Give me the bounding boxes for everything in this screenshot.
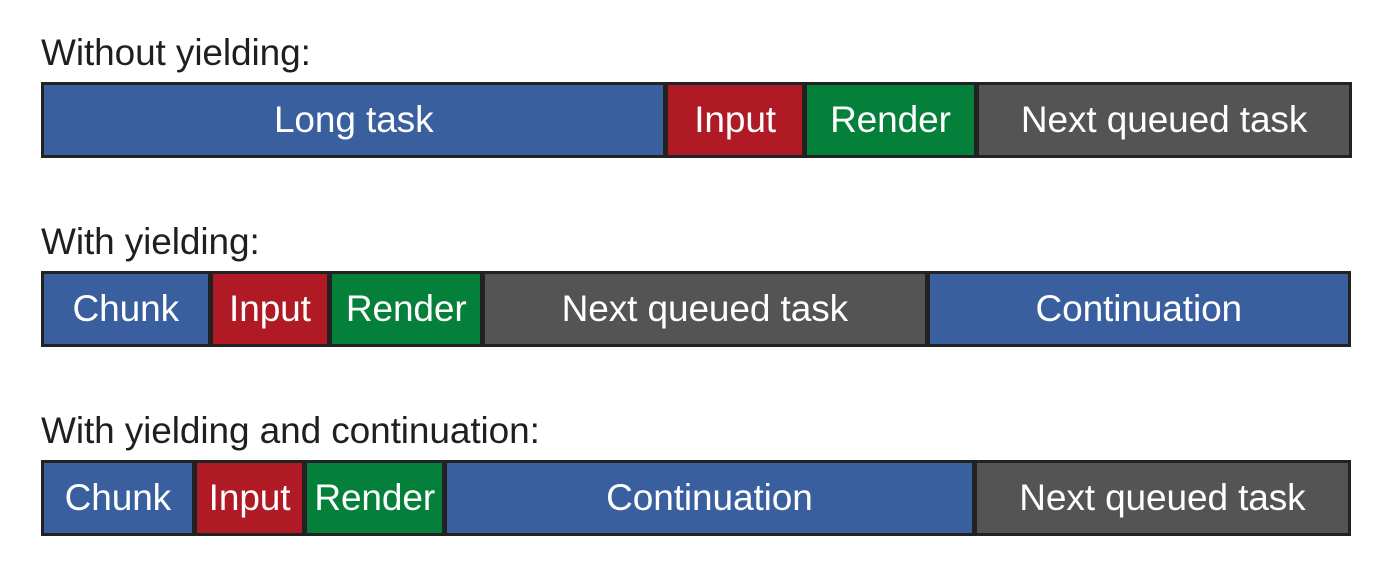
timeline-segment-queued-gray: Next queued task [482, 271, 928, 347]
timeline-segment-queued-gray: Next queued task [973, 460, 1351, 536]
timeline-segment-task-blue: Continuation [444, 460, 975, 536]
timeline-segment-task-blue: Chunk [41, 460, 195, 536]
scenario-label: Without yielding: [41, 32, 311, 73]
timeline-segment-render-green: Render [329, 271, 484, 347]
timeline-segment-task-blue: Chunk [41, 271, 211, 347]
scenario-label: With yielding and continuation: [41, 410, 540, 451]
timeline-segment-render-green: Render [304, 460, 446, 536]
timeline-segment-task-blue: Long task [41, 82, 667, 158]
timeline-segment-task-blue: Continuation [926, 271, 1351, 347]
timeline-segment-render-green: Render [803, 82, 978, 158]
scenario-label: With yielding: [41, 221, 260, 262]
timeline-segment-input-red: Input [665, 82, 805, 158]
timeline-segment-input-red: Input [193, 460, 306, 536]
timeline-segment-queued-gray: Next queued task [976, 82, 1352, 158]
timeline-segment-input-red: Input [209, 271, 331, 347]
